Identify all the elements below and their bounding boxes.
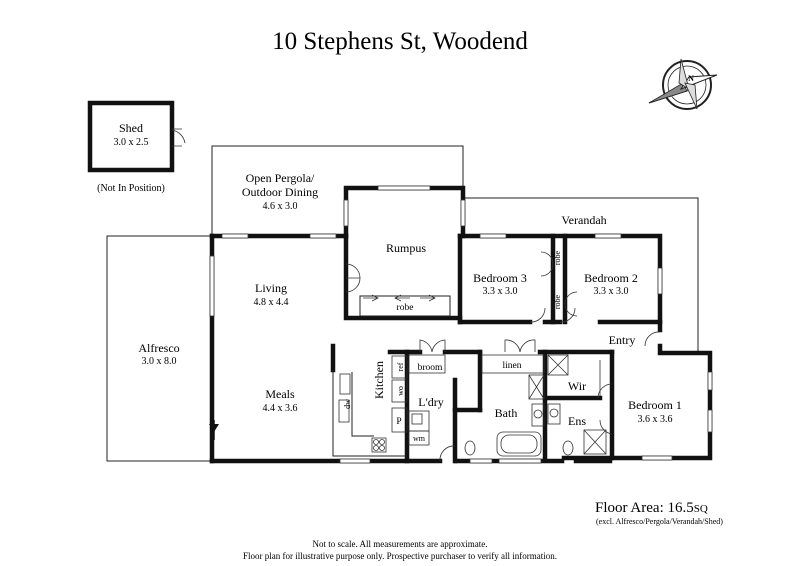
verandah-label: Verandah: [561, 213, 606, 227]
bathroom-fixtures: [464, 354, 607, 457]
outdoor-outlines: [106, 145, 699, 462]
washing-machine-label: wm: [413, 434, 426, 443]
disclaimer: Not to scale. All measurements are appro…: [243, 539, 557, 561]
bedroom2-label: Bedroom 2: [584, 271, 638, 285]
shed: Shed 3.0 x 2.5 (Not In Position): [87, 100, 186, 194]
kitchen-label: Kitchen: [372, 361, 386, 399]
bedroom3-dims: 3.3 x 3.0: [483, 286, 518, 297]
floor-area-note: (excl. Alfresco/Pergola/Verandah/Shed): [596, 517, 723, 526]
shed-dims: 3.0 x 2.5: [114, 137, 149, 148]
linen-label: linen: [503, 361, 522, 371]
rumpus-robe: robe: [359, 294, 451, 317]
entry-label: Entry: [609, 333, 636, 347]
kitchen-fixtures: [332, 354, 446, 457]
fridge-label: ref: [396, 362, 405, 371]
rumpus-label: Rumpus: [386, 241, 426, 255]
shed-label: Shed: [119, 121, 143, 135]
living-label: Living: [255, 281, 287, 295]
room-labels: Open Pergola/ Outdoor Dining 4.6 x 3.0 V…: [138, 171, 682, 443]
bath-label: Bath: [495, 406, 518, 420]
floor-area: Floor Area: 16.5SQ (excl. Alfresco/Pergo…: [595, 500, 723, 526]
laundry-label: L'dry: [418, 395, 444, 409]
meals-label: Meals: [265, 387, 295, 401]
pergola-dims: 4.6 x 3.0: [263, 201, 298, 212]
bedroom1-dims: 3.6 x 3.6: [638, 414, 673, 425]
bedroom2-dims: 3.3 x 3.0: [594, 286, 629, 297]
dishwasher-label: dw: [343, 399, 352, 409]
exterior-walls: [209, 185, 713, 464]
disclaimer-line-1: Not to scale. All measurements are appro…: [313, 539, 488, 549]
svg-text:N: N: [688, 74, 694, 83]
bedroom3-label: Bedroom 3: [473, 271, 527, 285]
living-dims: 4.8 x 4.4: [254, 297, 289, 308]
windows: [209, 185, 713, 464]
shed-note: (Not In Position): [97, 183, 165, 194]
disclaimer-line-2: Floor plan for illustrative purpose only…: [243, 551, 557, 561]
doors: [209, 251, 661, 462]
meals-dims: 4.4 x 3.6: [263, 403, 298, 414]
compass-north-icon: N: [648, 58, 718, 110]
wir-label: Wir: [568, 379, 586, 393]
page-title: 10 Stephens St, Woodend: [272, 28, 528, 55]
alfresco-label: Alfresco: [138, 341, 179, 355]
ens-label: Ens: [568, 414, 586, 428]
wall-oven-label: wo: [396, 386, 405, 396]
bedroom1-label: Bedroom 1: [628, 398, 682, 412]
rumpus-robe-label: robe: [397, 303, 414, 313]
pergola-label-2: Outdoor Dining: [242, 185, 318, 199]
bedroom2-robe-label: robe: [553, 294, 562, 309]
broom-label: broom: [418, 363, 443, 373]
floor-area-unit: SQ: [694, 503, 708, 515]
alfresco-dims: 3.0 x 8.0: [142, 356, 177, 367]
floor-area-label: Floor Area: 16.5: [595, 500, 694, 516]
pergola-label-1: Open Pergola/: [246, 171, 315, 185]
svg-text:Floor Area: 16.5SQ: Floor Area: 16.5SQ: [595, 500, 708, 516]
pantry-label: P: [396, 417, 401, 427]
bedroom3-robe-label: robe: [553, 250, 562, 265]
